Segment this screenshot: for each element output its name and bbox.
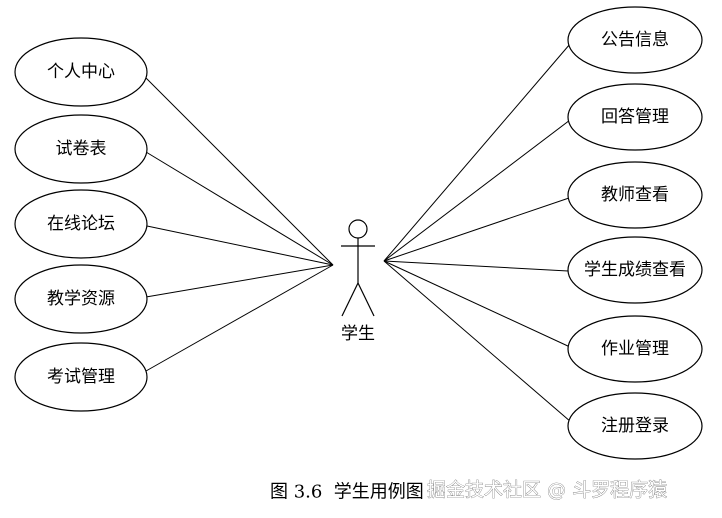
association-line <box>383 260 571 348</box>
association-line <box>146 225 334 266</box>
use-case-announcements: 公告信息 <box>567 6 703 74</box>
association-line <box>145 77 334 266</box>
use-case-label: 作业管理 <box>601 339 669 359</box>
association-line <box>383 260 569 272</box>
use-case-label: 个人中心 <box>47 62 115 82</box>
association-line <box>145 264 334 372</box>
watermark: 掘金技术社区 @ 斗罗程序猿 <box>427 479 667 501</box>
use-case-answer-management: 回答管理 <box>567 83 703 151</box>
association-line <box>383 43 571 262</box>
association-lines <box>145 43 572 423</box>
use-case-teaching-resources: 教学资源 <box>14 264 148 334</box>
use-case-label: 在线论坛 <box>47 214 115 234</box>
actor-right-leg <box>357 282 375 317</box>
use-case-label: 注册登录 <box>601 416 669 436</box>
use-case-view-teachers: 教师查看 <box>567 161 703 229</box>
use-case-label: 考试管理 <box>47 367 115 387</box>
actor-left-leg <box>341 282 359 317</box>
use-case-label: 公告信息 <box>601 30 669 50</box>
actor-student: 学生 <box>341 219 375 344</box>
use-case-label: 试卷表 <box>56 139 107 159</box>
use-case-label: 学生成绩查看 <box>584 260 686 280</box>
use-case-label: 回答管理 <box>601 107 669 127</box>
actor-head <box>348 219 368 239</box>
use-case-exam-management: 考试管理 <box>14 342 148 412</box>
use-case-register-login: 注册登录 <box>567 392 703 460</box>
use-case-label: 教师查看 <box>601 185 669 205</box>
figure-caption: 图 3.6 学生用例图 <box>270 482 424 503</box>
association-line <box>145 264 334 298</box>
actor-name: 学生 <box>341 324 375 344</box>
use-case-label: 教学资源 <box>47 289 115 309</box>
use-case-exam-paper-table: 试卷表 <box>14 114 148 184</box>
use-case-view-student-grades: 学生成绩查看 <box>567 236 703 304</box>
association-line <box>145 151 334 266</box>
association-line <box>383 197 570 262</box>
use-case-homework-management: 作业管理 <box>567 315 703 383</box>
use-case-online-forum: 在线论坛 <box>14 189 148 259</box>
association-line <box>383 119 571 262</box>
association-line <box>383 260 572 423</box>
use-case-personal-center: 个人中心 <box>14 37 148 107</box>
